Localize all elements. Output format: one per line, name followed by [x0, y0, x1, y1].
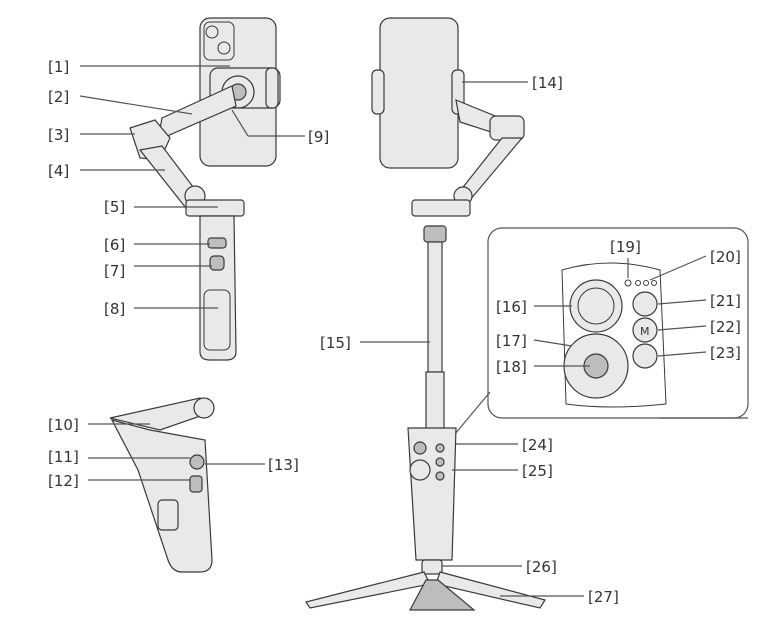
inset-frame: [487, 227, 749, 419]
callout-22: [22]: [710, 318, 741, 336]
callout-14: [14]: [532, 74, 563, 92]
handle-dot: [435, 443, 445, 453]
leader-2: [79, 95, 193, 115]
tripod-neck: [421, 559, 443, 575]
handle-body: [199, 215, 237, 361]
callout-15: [15]: [320, 334, 351, 352]
phone-camera-module: [203, 21, 235, 61]
tilt-motor-2: [489, 115, 525, 141]
shutter-button: [632, 343, 658, 369]
callout-21: [21]: [710, 292, 741, 310]
handle-joystick: [413, 441, 427, 455]
callout-24: [24]: [522, 436, 553, 454]
indicator-1: [624, 279, 632, 287]
callout-7: [7]: [104, 262, 125, 280]
callouts: [1] [2] [3] [4] [5] [6] [7] [8] [9] [10]…: [48, 58, 741, 606]
callout-19: [19]: [610, 238, 641, 256]
inset-panel: [561, 262, 667, 408]
extension-rod-2: [425, 371, 445, 431]
callout-2: [2]: [48, 88, 69, 106]
callout-13: [13]: [268, 456, 299, 474]
leader-22: [657, 325, 707, 331]
callout-27: [27]: [588, 588, 619, 606]
phone-lens-2: [217, 41, 231, 55]
phone-back: [379, 17, 459, 169]
gimbal-front-view: [129, 17, 281, 361]
m-button: [632, 317, 658, 343]
folded-pan-motor: [193, 397, 215, 419]
leader-17: [533, 339, 573, 347]
control-panel-inset: M: [454, 227, 749, 435]
joystick-inner: [577, 287, 615, 325]
callout-12: [12]: [48, 472, 79, 490]
leader-23: [657, 351, 707, 357]
callout-20: [20]: [710, 248, 741, 266]
switch-button: [632, 291, 658, 317]
callout-10: [10]: [48, 416, 79, 434]
callout-16: [16]: [496, 298, 527, 316]
handle-wheel: [409, 459, 431, 481]
folded-usb-c: [157, 499, 179, 531]
handle-dot-2: [435, 457, 445, 467]
callout-4: [4]: [48, 162, 69, 180]
handle-head: [185, 199, 245, 217]
clamp-grip-left: [371, 69, 385, 115]
folded-body: [110, 419, 213, 573]
tripod-leg-back: [409, 579, 476, 611]
folded-port: [189, 475, 203, 493]
leader-21: [657, 299, 707, 305]
callout-18: [18]: [496, 358, 527, 376]
leader-9: [231, 109, 249, 137]
leader-20: [649, 255, 707, 281]
trigger-button: [209, 255, 225, 271]
folded-switch: [189, 454, 205, 470]
callout-26: [26]: [526, 558, 557, 576]
callout-3: [3]: [48, 126, 69, 144]
clamp-grip-right: [265, 67, 279, 109]
extension-rod-1: [427, 241, 443, 373]
neck-grip: [423, 225, 447, 243]
callout-17: [17]: [496, 332, 527, 350]
handle-grip: [203, 289, 231, 351]
handle-dot-3: [435, 471, 445, 481]
handle-head-2: [411, 199, 471, 217]
callout-5: [5]: [104, 198, 125, 216]
indicator-2: [635, 280, 641, 286]
callout-11: [11]: [48, 448, 79, 466]
tripod-leg-left: [305, 571, 431, 609]
callout-9: [9]: [308, 128, 329, 146]
power-button: [207, 237, 227, 249]
callout-23: [23]: [710, 344, 741, 362]
m-button-label: M: [640, 325, 650, 338]
callout-6: [6]: [104, 236, 125, 254]
indicator-4: [651, 280, 657, 286]
callout-8: [8]: [104, 300, 125, 318]
callout-1: [1]: [48, 58, 69, 76]
callout-25: [25]: [522, 462, 553, 480]
gimbal-extended-view: [305, 17, 546, 611]
phone-lens-1: [205, 25, 219, 39]
inset-connector-1: [454, 391, 491, 435]
indicator-3: [643, 280, 649, 286]
